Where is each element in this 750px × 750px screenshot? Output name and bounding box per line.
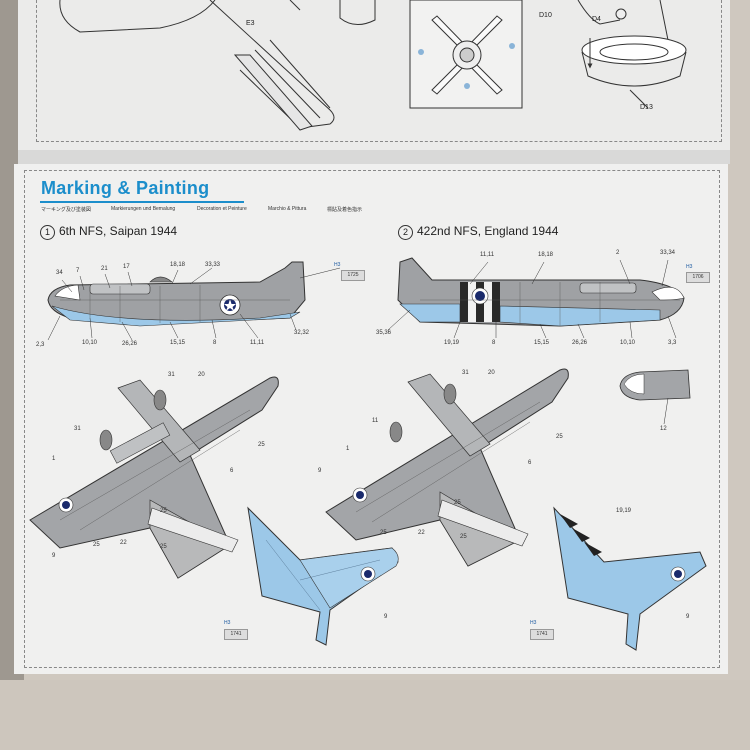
decal-tag-s2-top: H3	[530, 620, 537, 626]
nose-detail-view	[619, 369, 691, 425]
scheme-1-number: 1	[40, 225, 55, 240]
callout: 20	[488, 370, 495, 376]
callout: 8	[492, 340, 496, 346]
callout: 7	[76, 268, 80, 274]
callout: 11,11	[480, 252, 495, 258]
marking-page-border	[24, 170, 720, 668]
page-gutter	[18, 150, 730, 164]
callout: 31	[74, 426, 81, 432]
callout: 33,34	[660, 250, 676, 256]
decal-tag-s1: H3	[334, 262, 341, 268]
scheme1-plan-view	[29, 376, 279, 579]
callout: 34	[56, 270, 63, 276]
callout: 33,33	[205, 262, 221, 268]
scheme-2-name: 422nd NFS, England 1944	[417, 224, 559, 238]
callout: 25	[556, 434, 563, 440]
callout: 32,32	[294, 330, 310, 336]
top-page	[18, 0, 730, 151]
scheme-1-title: 1 6th NFS, Saipan 1944	[40, 224, 177, 240]
callout: 12	[660, 426, 667, 432]
decal-code-s2: 1706	[686, 272, 710, 283]
callout: 25	[160, 508, 167, 514]
callout: 9	[686, 614, 690, 620]
part-label-e3: E3	[246, 20, 255, 27]
callout: 25	[258, 442, 265, 448]
callout: 2,3	[36, 342, 45, 348]
engine-parts-drawing	[577, 0, 687, 109]
subtitle-chinese: 標貼及着色指示	[327, 207, 363, 213]
scheme1-underside-view	[247, 506, 399, 646]
callout: 1	[52, 456, 56, 462]
scheme2-side-view	[387, 257, 685, 339]
callout: 1	[346, 446, 350, 452]
callout: 15,15	[170, 340, 186, 346]
callout: 9	[318, 468, 322, 474]
part-label-d10: D10	[539, 12, 552, 19]
callout: 19,19	[616, 508, 632, 514]
callout: 6	[528, 460, 532, 466]
callout: 25	[93, 542, 100, 548]
scheme2-plan-view	[325, 368, 569, 567]
decal-code-s2-top: 1741	[530, 629, 554, 640]
callout: 20	[198, 372, 205, 378]
scheme-1-name: 6th NFS, Saipan 1944	[59, 224, 178, 238]
decal-tag-s2: H3	[686, 264, 693, 270]
scheme2-underside-view	[553, 506, 707, 651]
callout: 9	[384, 614, 388, 620]
callout: 26,26	[572, 340, 588, 346]
callout: 31	[168, 372, 175, 378]
propeller-inset	[409, 0, 523, 109]
page-title: Marking & Painting	[41, 178, 210, 198]
callout: 26,26	[122, 341, 138, 347]
callout: 31	[462, 370, 469, 376]
callout: 17	[123, 264, 130, 270]
callout: 25	[160, 544, 167, 550]
callout: 35,36	[376, 330, 392, 336]
background-table	[0, 680, 750, 750]
subtitle-italian: Marchio & Pittura	[268, 206, 307, 212]
callout: 6	[230, 468, 234, 474]
decal-code-s1-top: 1741	[224, 629, 248, 640]
callout: 25	[460, 534, 467, 540]
scheme-2-number: 2	[398, 225, 413, 240]
callout: 21	[101, 266, 108, 272]
part-label-d13: D13	[640, 104, 653, 111]
subtitle-german: Markierungen und Bemalung	[111, 206, 176, 212]
decal-code-s1: 1725	[341, 270, 365, 281]
callout: 2	[616, 250, 620, 256]
title-underline	[40, 201, 244, 203]
callout: 25	[380, 530, 387, 536]
decal-tag-s1-top: H3	[224, 620, 231, 626]
callout: 10,10	[82, 340, 98, 346]
subtitle-japanese: マーキング及び塗装図	[41, 207, 91, 213]
callout: 11	[372, 418, 379, 424]
callout: 11,11	[250, 340, 265, 346]
part-label-d4: D4	[592, 16, 601, 23]
subtitle-french: Decoration et Peinture	[197, 206, 247, 212]
callout: 9	[52, 553, 56, 559]
scheme-2-title: 2 422nd NFS, England 1944	[398, 224, 558, 240]
top-page-border	[36, 0, 722, 142]
callout: 25	[454, 500, 461, 506]
callout: 22	[418, 530, 425, 536]
callout: 18,18	[538, 252, 554, 258]
scheme1-side-view	[47, 261, 341, 341]
callout: 10,10	[620, 340, 636, 346]
callout: 22	[120, 540, 127, 546]
wing-drawing	[59, 0, 376, 131]
callout: 18,18	[170, 262, 186, 268]
callout: 8	[213, 340, 217, 346]
callout: 3,3	[668, 340, 677, 346]
callout: 19,19	[444, 340, 460, 346]
callout: 15,15	[534, 340, 550, 346]
